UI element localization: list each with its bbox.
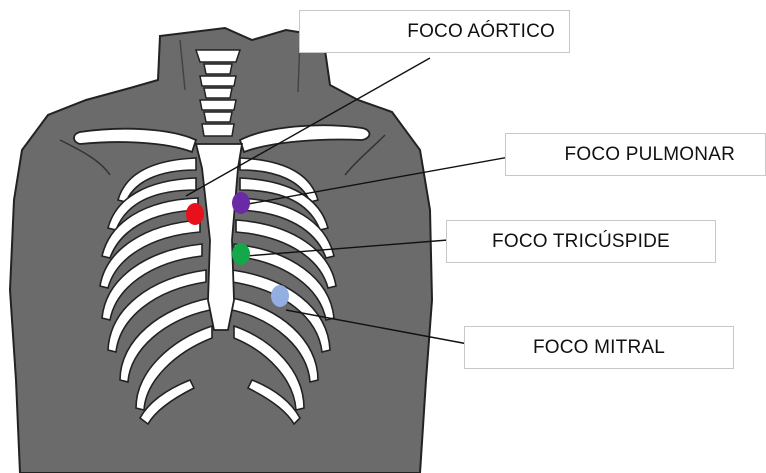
tricuspid-focus-dot: [232, 243, 250, 265]
label-foco-aortico: FOCO AÓRTICO: [299, 10, 570, 53]
aortic-focus-dot: [186, 203, 204, 225]
label-foco-aortico-text: FOCO AÓRTICO: [407, 21, 555, 43]
label-foco-pulmonar: FOCO PULMONAR: [505, 133, 766, 176]
label-foco-mitral-text: FOCO MITRAL: [533, 337, 665, 359]
label-foco-tricuspide: FOCO TRICÚSPIDE: [446, 220, 716, 263]
label-foco-pulmonar-text: FOCO PULMONAR: [565, 144, 735, 166]
mitral-focus-dot: [271, 285, 289, 307]
label-foco-tricuspide-text: FOCO TRICÚSPIDE: [492, 231, 670, 253]
label-foco-mitral: FOCO MITRAL: [464, 326, 734, 369]
pulmonary-focus-dot: [232, 192, 250, 214]
